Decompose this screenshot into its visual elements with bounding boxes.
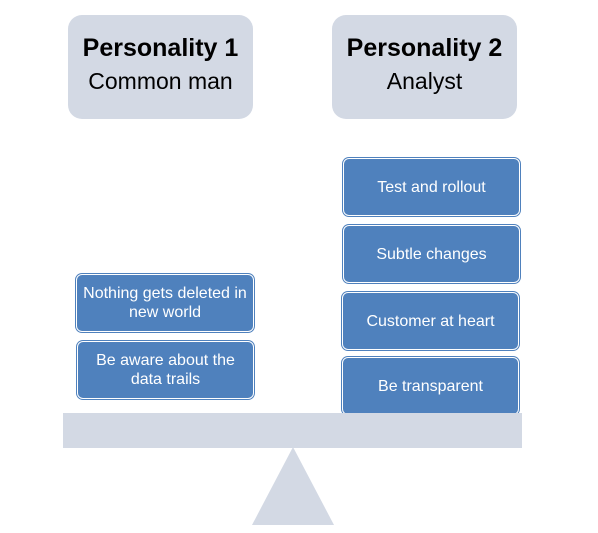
right-item-subtle-changes: Subtle changes: [343, 225, 520, 283]
fulcrum-triangle: [252, 447, 334, 525]
right-item-test-rollout: Test and rollout: [343, 158, 520, 216]
balance-beam: [63, 413, 522, 448]
left-item-data-trails: Be aware about the data trails: [77, 341, 254, 399]
personality-2-box: Personality 2 Analyst: [332, 15, 517, 119]
personality-2-subtitle: Analyst: [386, 68, 463, 94]
personality-2-title: Personality 2: [346, 34, 503, 62]
left-item-nothing-deleted: Nothing gets deleted in new world: [76, 274, 254, 332]
right-item-customer-heart: Customer at heart: [342, 292, 519, 350]
right-item-be-transparent: Be transparent: [342, 357, 519, 415]
personality-1-title: Personality 1: [82, 34, 239, 62]
balance-fulcrum: [252, 447, 334, 525]
personality-1-box: Personality 1 Common man: [68, 15, 253, 119]
personality-1-subtitle: Common man: [88, 68, 233, 94]
